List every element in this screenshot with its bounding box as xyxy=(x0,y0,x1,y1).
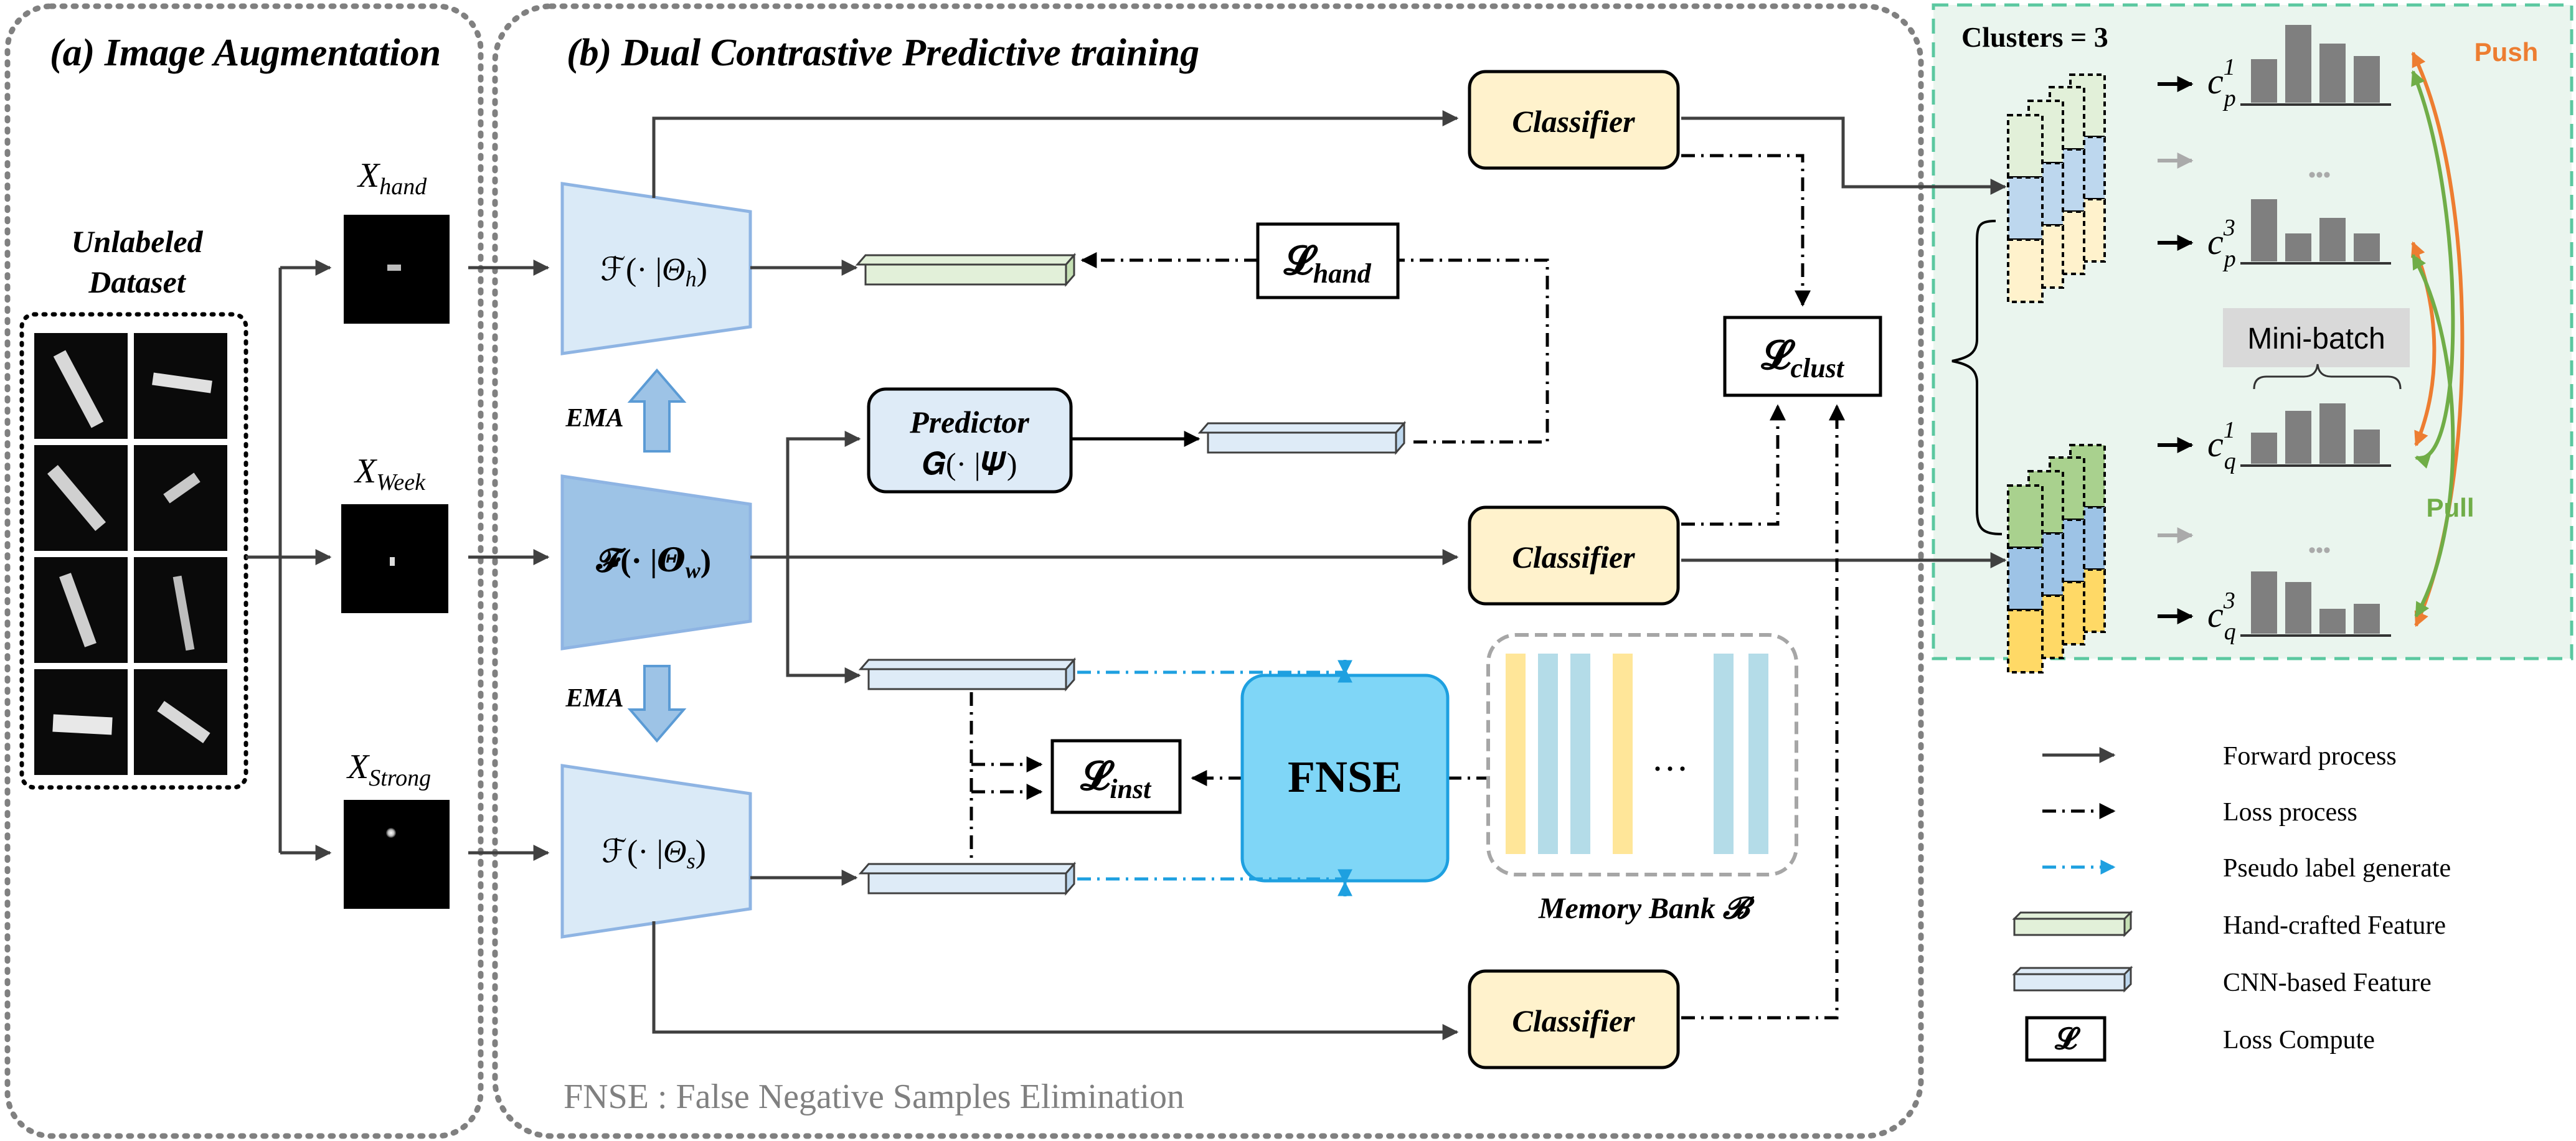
panel-b-title: (b) Dual Contrastive Predictive training xyxy=(567,32,1199,74)
encoder-week xyxy=(560,474,752,650)
classifier-middle xyxy=(1468,505,1680,606)
classifier-bottom-label: Classifier xyxy=(1512,1003,1635,1038)
memory-bank-dots: ··· xyxy=(1651,748,1689,789)
histogram-cp1 xyxy=(2240,25,2391,106)
feature-bar-hand xyxy=(855,252,1077,288)
legend-cnn-swatch xyxy=(2012,965,2133,993)
x-week-target xyxy=(390,557,395,566)
loss-clust-label: 𝓛clust xyxy=(1761,333,1845,383)
minibatch-label: Mini-batch xyxy=(2247,322,2385,355)
feature-bar-strong xyxy=(858,861,1077,896)
cluster-arrows xyxy=(2158,76,2194,624)
legend-compute-label: Loss Compute xyxy=(2223,1026,2375,1054)
dataset-box xyxy=(19,312,248,790)
x-strong-image xyxy=(344,800,450,909)
legend-hand-swatch xyxy=(2012,910,2133,937)
classifier-bottom xyxy=(1468,969,1680,1069)
forward-arrows xyxy=(652,110,2007,1040)
encoder-strong-label: ℱ(· |Θs) xyxy=(602,834,706,873)
dataset-thumbnails xyxy=(34,333,227,775)
memory-bank-slots xyxy=(1506,654,1768,854)
panel-a-border xyxy=(4,3,484,1139)
augmentation-connectors xyxy=(246,260,332,861)
clusters-title: Clusters = 3 xyxy=(1961,21,2108,53)
ema-up-arrow xyxy=(627,368,687,453)
cluster-cards-q xyxy=(2007,444,2106,674)
classifier-top xyxy=(1468,70,1680,170)
legend-cnn-label: CNN-based Feature xyxy=(2223,969,2432,997)
ema-top-label: EMA xyxy=(565,404,623,433)
histogram-cp3 xyxy=(2240,199,2391,265)
encoder-week-label: 𝓕(· |𝜣w) xyxy=(596,543,711,583)
push-label: Push xyxy=(2475,37,2539,67)
x-hand-label: Xhand xyxy=(357,156,427,200)
legend-loss-label: Loss process xyxy=(2223,798,2357,827)
legend: Forward process Loss process Pseudo labe… xyxy=(2012,742,2451,1062)
histogram-ellipsis-p: ••• xyxy=(2308,163,2331,187)
encoder-strong xyxy=(560,764,752,939)
x-strong-target xyxy=(386,828,396,838)
pull-label: Pull xyxy=(2426,493,2474,522)
feature-bar-predictor xyxy=(1197,420,1407,456)
legend-forward-label: Forward process xyxy=(2223,742,2397,771)
encoder-hand xyxy=(560,182,752,355)
loss-process-arrows xyxy=(970,154,1845,1020)
predictor-box xyxy=(867,387,1073,494)
histogram-ellipsis-q: ••• xyxy=(2308,538,2331,562)
fnse-label: FNSE xyxy=(1288,752,1402,802)
encoder-hand-label: ℱ(· |Θh) xyxy=(600,252,707,291)
histogram-cq3 xyxy=(2240,571,2391,637)
dataset-label-line1: Unlabeled xyxy=(71,224,203,259)
ema-bottom-label: EMA xyxy=(565,684,623,713)
input-arrows xyxy=(468,260,550,861)
feature-bar-week xyxy=(858,657,1077,692)
memory-bank-label: Memory Bank 𝓑 xyxy=(1538,892,1755,925)
loss-inst-label: 𝓛inst xyxy=(1080,754,1152,804)
legend-hand-label: Hand-crafted Feature xyxy=(2223,911,2446,940)
legend-compute-box xyxy=(2025,1016,2107,1062)
legend-pseudo-label: Pseudo label generate xyxy=(2223,854,2451,883)
loss-hand-label: 𝓛hand xyxy=(1283,238,1371,289)
cluster-cards-p xyxy=(2007,73,2106,303)
loss-inst-box xyxy=(1050,739,1182,814)
loss-hand-box xyxy=(1256,222,1400,299)
x-strong-label: XStrong xyxy=(346,748,431,791)
dataset-label-line2: Dataset xyxy=(88,265,187,299)
classifier-middle-label: Classifier xyxy=(1512,540,1635,575)
cluster-brace xyxy=(1951,220,2003,535)
classifier-top-label: Classifier xyxy=(1512,104,1635,139)
panel-a-title: (a) Image Augmentation xyxy=(50,32,441,74)
predictor-label-line1: Predictor xyxy=(909,405,1029,439)
x-hand-target xyxy=(387,265,401,271)
minibatch-box xyxy=(2223,308,2410,367)
histogram-cq1 xyxy=(2240,403,2391,467)
push-pull-curves xyxy=(2411,51,2465,627)
loss-clust-box xyxy=(1723,316,1882,397)
x-week-label: XWeek xyxy=(354,452,426,495)
panel-b-border xyxy=(492,3,1924,1139)
legend-compute-symbol: 𝓛 xyxy=(2055,1023,2081,1056)
minibatch-brace xyxy=(2253,364,2402,390)
fnse-footnote: FNSE : False Negative Samples Eliminatio… xyxy=(564,1078,1184,1116)
ema-down-arrow xyxy=(627,665,687,743)
predictor-label-line2: 𝑮(· |𝜳) xyxy=(922,446,1017,481)
